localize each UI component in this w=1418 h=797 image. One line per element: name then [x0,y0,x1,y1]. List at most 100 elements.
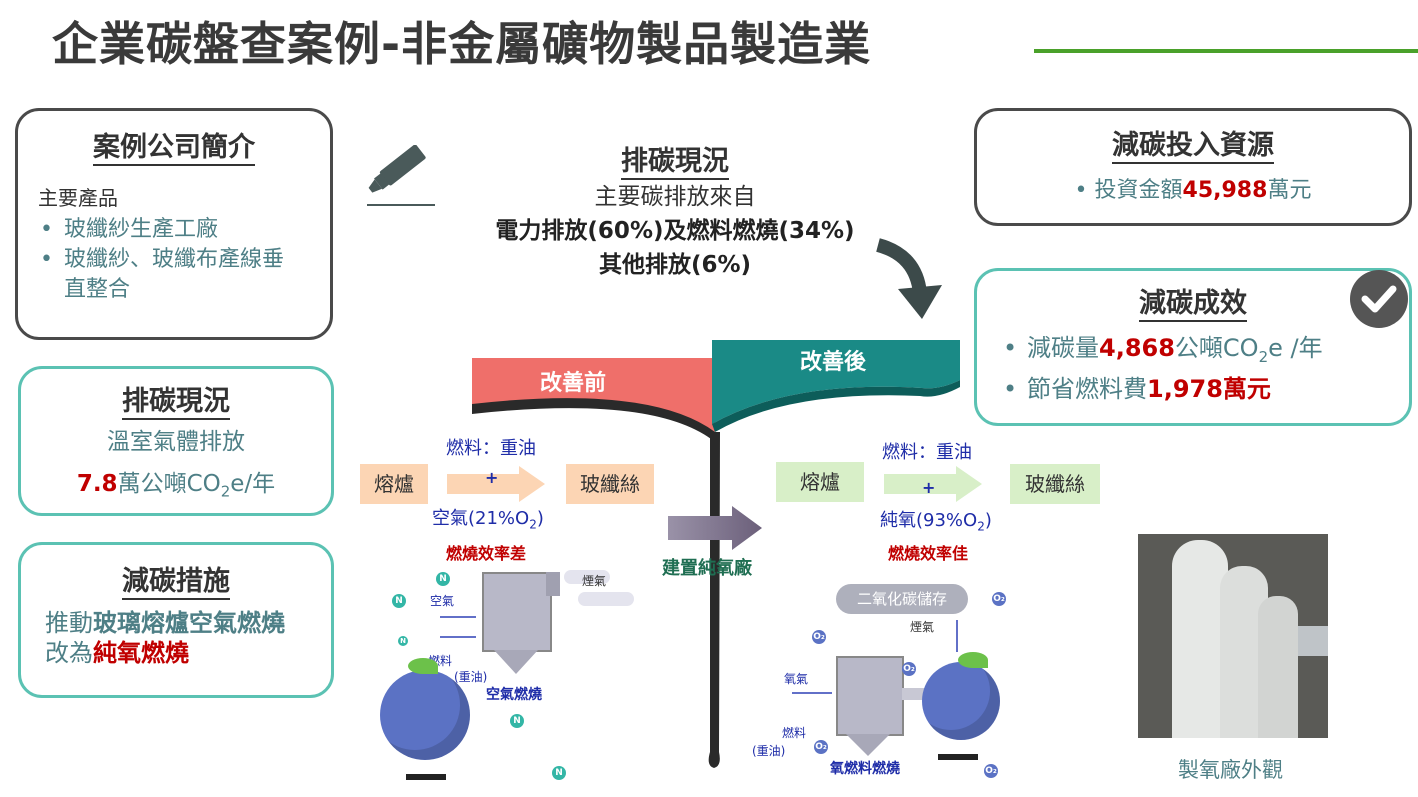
mascot-before [380,670,470,760]
emission-status-box: 排碳現況 溫室氣體排放 7.8萬公噸CO2e/年 [18,366,334,516]
il-oil-label: (重油) [454,670,488,684]
emission-value: 7.8 [76,471,118,497]
check-icon [1350,270,1408,328]
after-oxy-a: 純氧(93%O [880,510,978,531]
il-fuel-label: 燃料 [782,726,807,740]
emission-unit: 萬公噸CO [117,471,221,497]
silo [1258,596,1298,738]
before-fuel: 燃料：重油 [446,438,536,459]
list-item: 減碳量4,868公噸CO2e /年 [999,332,1409,373]
measures-p2: 改為 [45,639,93,667]
intro-list: 玻纖紗生產工廠 玻纖紗、玻纖布產線垂直整合 [36,215,296,305]
investment-box: 減碳投入資源 • 投資金額45,988萬元 [974,108,1412,226]
n-molecule: N [436,572,450,586]
il-caption: 氧燃料燃燒 [830,761,900,777]
exhaust-cloud [564,570,610,584]
r2-value: 1,978萬元 [1147,374,1271,403]
r1-label: 減碳量 [1027,334,1099,362]
r1-unit: 公噸CO [1174,334,1259,362]
before-furnace: 熔爐 [360,464,428,504]
furnace-hopper [846,734,890,756]
oxygen-plant-photo [1138,534,1328,738]
emission-unit-sub: 2 [220,482,231,501]
emission-line: 溫室氣體排放 [107,429,245,455]
measures-heading: 減碳措施 [122,566,230,600]
measures-p1-bold: 玻璃熔爐空氣燃燒 [93,609,285,637]
improve-arrow [668,506,762,550]
before-air-b: ) [536,508,544,529]
list-item: 玻纖紗生產工廠 [36,215,296,245]
investment-label: 投資金額 [1094,178,1183,203]
r2-label: 節省燃料費 [1027,374,1147,403]
intro-heading: 案例公司簡介 [93,132,255,166]
sky-patch [1298,626,1328,656]
emission-center-line1: 主要碳排放來自 [594,184,756,210]
n-molecule: N [552,766,566,780]
o2-molecule: O₂ [992,592,1006,606]
before-banner: 改善前 [540,371,607,396]
results-box: 減碳成效 減碳量4,868公噸CO2e /年 節省燃料費1,978萬元 [974,268,1412,426]
up-arrow-icon [956,620,958,652]
photo-caption: 製氧廠外觀 [1178,758,1283,782]
after-efficiency: 燃燒效率佳 [888,544,969,563]
il-oil-label: (重油) [752,744,786,758]
emission-center: 排碳現況 主要碳排放來自 電力排放(60%)及燃料燃燒(34%) 其他排放(6%… [460,146,890,282]
silo [1172,540,1228,738]
before-air-sub: 2 [529,517,537,532]
results-heading: 減碳成效 [1139,288,1247,322]
furnace-illustration [836,656,904,736]
emission-center-line3: 其他排放(6%) [598,252,752,278]
mascot-leaf [958,652,988,668]
title-underline [1034,49,1418,53]
o2-molecule: O₂ [814,740,828,754]
page-title: 企業碳盤查案例-非金屬礦物製品製造業 [52,17,872,71]
intro-subheading: 主要產品 [38,186,118,210]
results-list: 減碳量4,868公噸CO2e /年 節省燃料費1,978萬元 [999,332,1409,405]
before-process-arrow [447,466,545,502]
il-caption: 空氣燃燒 [486,687,542,703]
list-item: 節省燃料費1,978萬元 [999,373,1409,405]
il-exhaust-label: 煙氣 [910,620,935,634]
il-oxygen-label: 氧氣 [784,672,809,686]
il-exhaust-label: 煙氣 [582,574,607,588]
mascot-legs [938,738,978,760]
n-molecule: N [392,594,406,608]
before-product: 玻纖絲 [566,464,654,504]
before-efficiency: 燃燒效率差 [446,544,527,563]
measures-text: 推動玻璃熔爐空氣燃燒 改為純氧燃燒 [45,608,331,668]
intro-box: 案例公司簡介 主要產品 玻纖紗生產工廠 玻纖紗、玻纖布產線垂直整合 [15,108,333,340]
r1-value: 4,868 [1099,334,1175,362]
before-illustration: 煙氣 空氣 燃料 (重油) 空氣燃燒 N N N N N [378,566,638,790]
split-diagram [472,340,960,768]
measures-p1: 推動 [45,609,93,637]
highlighter-icon [367,145,435,206]
middle-label: 建置純氧廠 [662,558,752,579]
investment-value: 45,988 [1182,178,1268,203]
o2-molecule: O₂ [984,764,998,778]
measures-box: 減碳措施 推動玻璃熔爐空氣燃燒 改為純氧燃燒 [18,542,334,698]
chimney [546,572,560,596]
il-storage: 二氧化碳儲存 [836,584,968,614]
r1-sub: 2 [1258,347,1269,366]
measures-p2-red: 純氧燃燒 [93,639,189,667]
il-air-label: 空氣 [430,594,455,608]
o2-molecule: O₂ [812,630,826,644]
emission-unit-suffix: e/年 [230,471,276,497]
investment-heading: 減碳投入資源 [1112,130,1274,164]
before-plus: + [485,468,499,487]
after-product: 玻纖絲 [1010,464,1100,504]
emission-center-heading: 排碳現況 [621,146,729,180]
investment-unit: 萬元 [1267,178,1312,203]
o2-molecule: O₂ [902,662,916,676]
furnace-hopper [494,650,538,674]
oxygen-inlet-arrow [792,692,832,694]
after-process-arrow [884,466,982,502]
after-oxygen: 純氧(93%O2) [880,506,992,534]
furnace-illustration [482,572,552,652]
n-molecule: N [510,714,524,728]
after-fuel: 燃料：重油 [882,442,972,463]
air-inlet-arrow [440,616,476,618]
before-air-a: 空氣(21%O [432,508,530,529]
mascot-leaf [408,658,438,674]
mascot-legs [406,758,446,780]
